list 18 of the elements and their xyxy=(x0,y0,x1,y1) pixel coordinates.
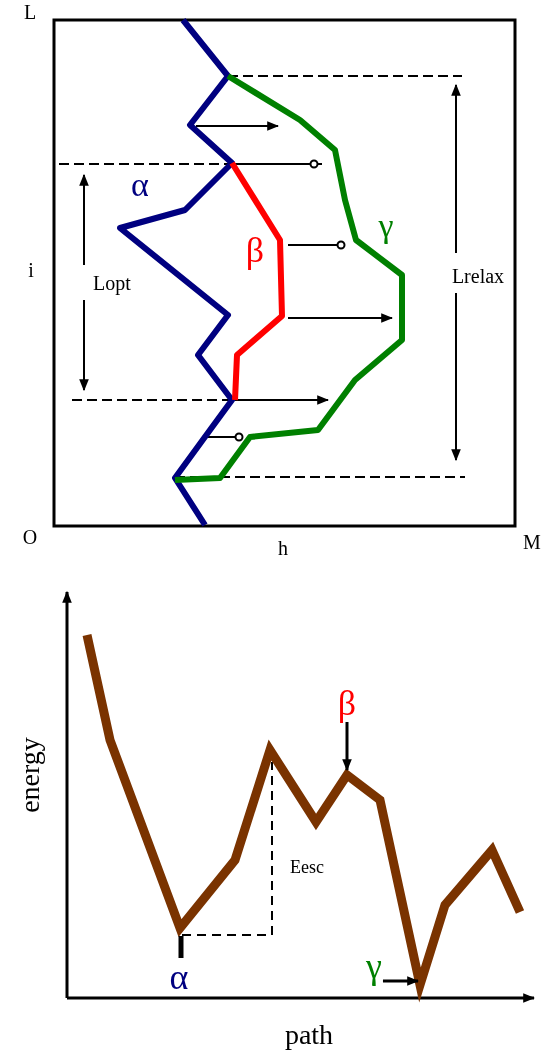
greek-label: α xyxy=(169,959,189,995)
dimension-label: Lopt xyxy=(93,273,131,293)
leader-arrow xyxy=(382,976,420,986)
axis-label: L xyxy=(23,2,37,22)
axis-title: energy xyxy=(16,737,44,813)
axis-label: M xyxy=(523,532,541,552)
greek-label: γ xyxy=(378,209,394,243)
leader-arrow xyxy=(342,722,352,772)
dimension-label: Lrelax xyxy=(451,266,505,286)
axis-label: i xyxy=(28,260,34,280)
dimension-label: Eesc xyxy=(290,858,324,876)
greek-label: β xyxy=(245,232,265,268)
greek-label: β xyxy=(337,685,357,721)
axis-label: O xyxy=(22,527,38,547)
greek-label: γ xyxy=(366,948,382,984)
axis-label: h xyxy=(278,538,288,558)
greek-label: α xyxy=(131,168,149,202)
axis-title: path xyxy=(284,1021,334,1049)
